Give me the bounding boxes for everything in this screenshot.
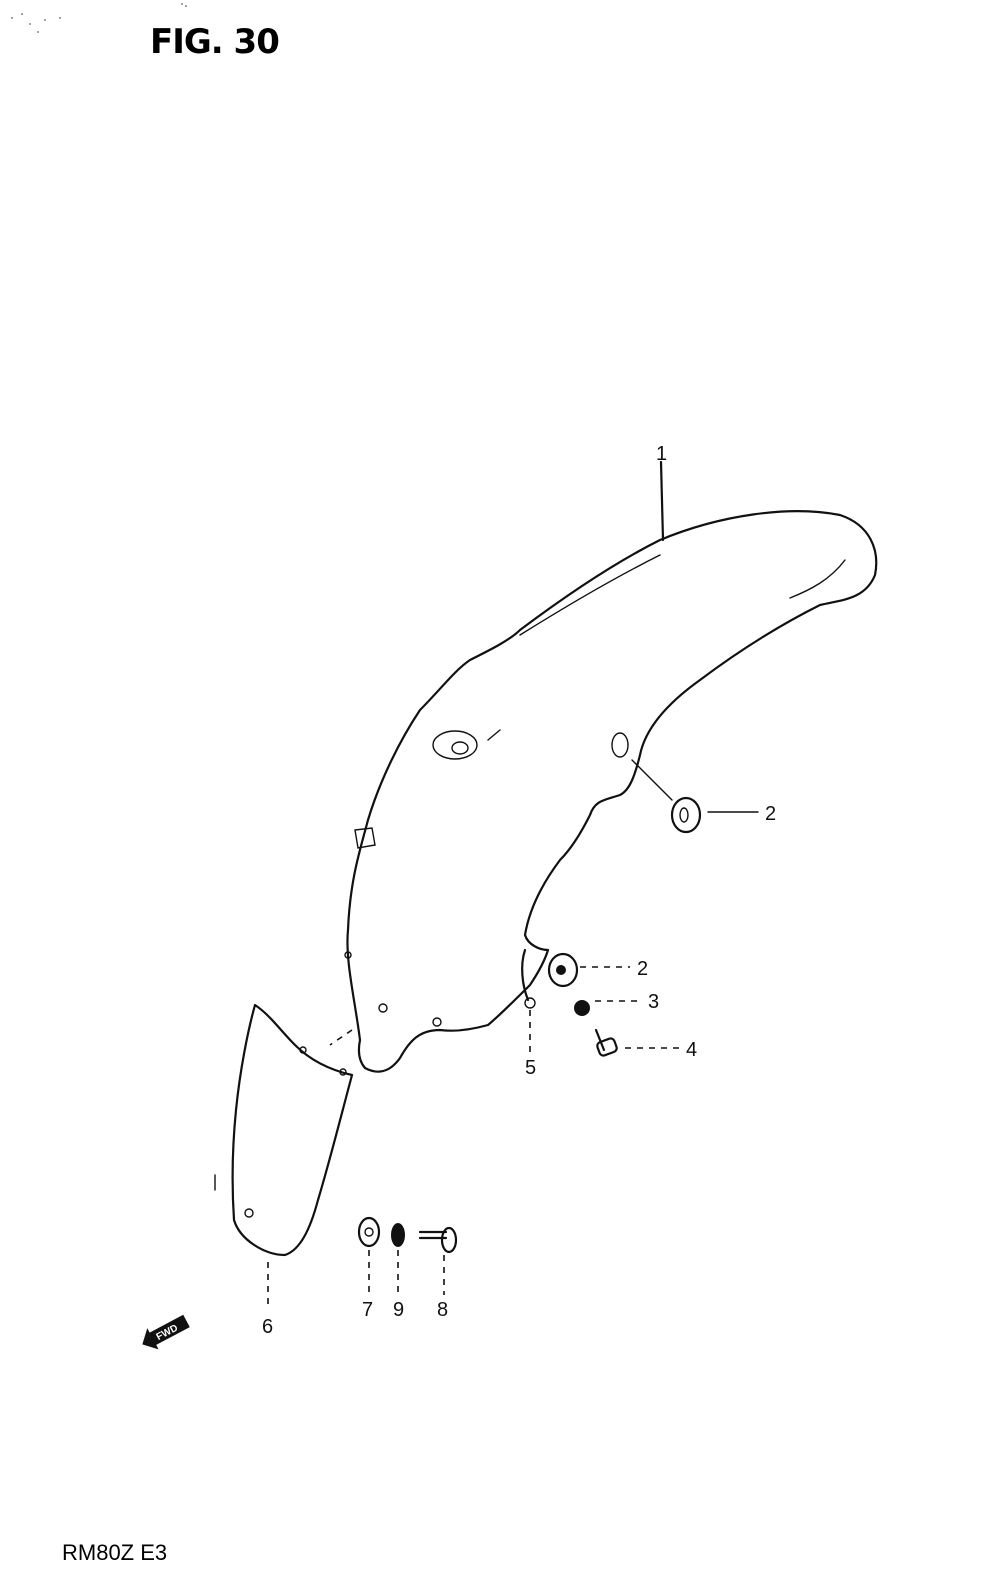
figure-footer: RM80Z E3: [62, 1540, 168, 1565]
washer-7: [357, 1216, 381, 1248]
callout-9: 9: [393, 1299, 404, 1321]
callout-6: 6: [262, 1316, 273, 1338]
fwd-arrow-icon: FWD: [142, 1314, 190, 1350]
callout-3: 3: [648, 991, 659, 1013]
lock-washer-9: [391, 1223, 405, 1247]
washer-upper: [670, 796, 702, 834]
leader-lines: [214, 460, 759, 1310]
fwd-label: FWD: [155, 1323, 180, 1343]
front-fender-part: [344, 510, 878, 1073]
bolt-part: [594, 1028, 618, 1057]
callout-8: 8: [437, 1299, 448, 1321]
figure-title: FIG. 30: [150, 22, 280, 62]
fender-flap-part: [231, 1003, 354, 1257]
screw-8: [418, 1226, 458, 1254]
callout-1: 1: [656, 443, 667, 465]
callout-5: 5: [525, 1057, 536, 1079]
callout-4: 4: [686, 1039, 697, 1061]
scan-noise: [11, 3, 187, 33]
callout-2-lower: 2: [637, 958, 648, 980]
callout-7: 7: [362, 1299, 373, 1321]
callout-2-upper: 2: [765, 803, 776, 825]
nut-part: [574, 1000, 590, 1016]
washer-lower: [547, 952, 579, 988]
